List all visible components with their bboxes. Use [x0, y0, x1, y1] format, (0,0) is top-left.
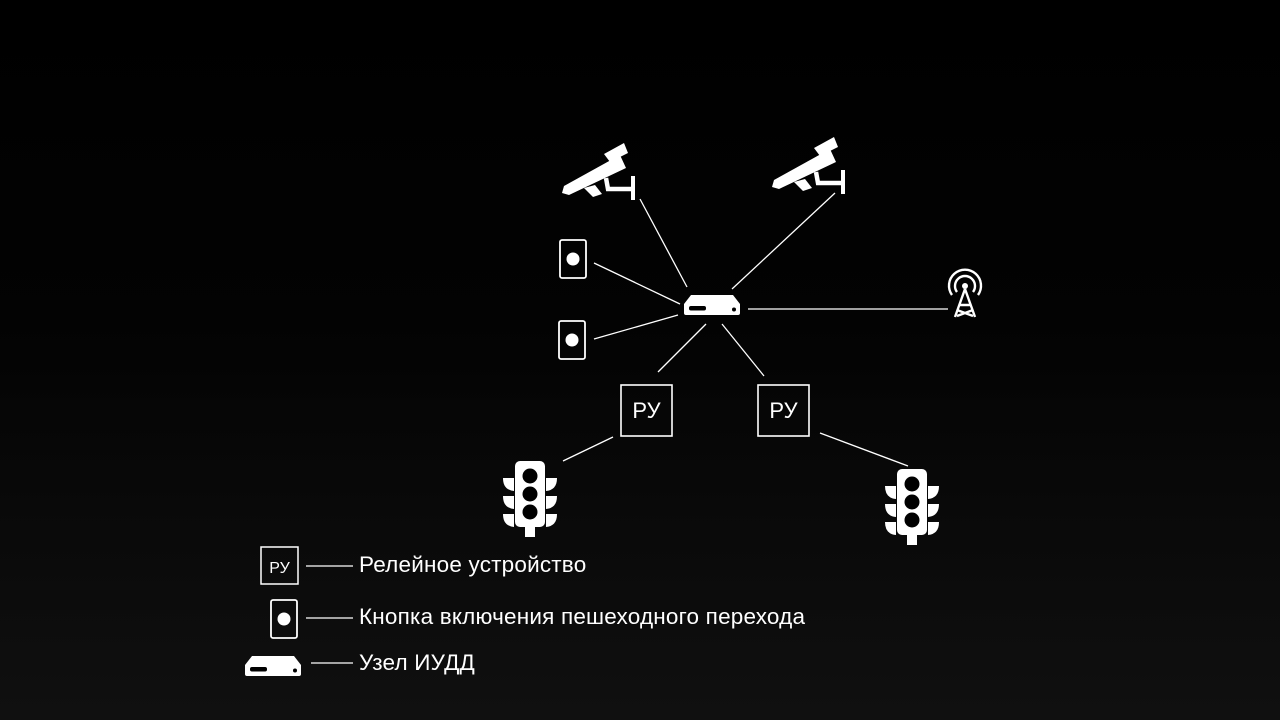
- radio-tower-icon: [947, 268, 983, 318]
- relay-device-label: РУ: [769, 398, 798, 423]
- legend-button-text: Кнопка включения пешеходного перехода: [359, 604, 806, 629]
- legend-node-text: Узел ИУДД: [359, 650, 475, 675]
- pedestrian-button-icon: [270, 599, 298, 639]
- relay-device-right: РУ: [757, 384, 810, 437]
- pedestrian-button-icon: [559, 239, 587, 279]
- legend-relay-symbol-label: РУ: [269, 560, 290, 577]
- legend-relay-text: Релейное устройство: [359, 552, 587, 577]
- pedestrian-button-icon: [558, 320, 586, 360]
- legend-relay-symbol: РУ: [260, 546, 299, 585]
- iudd-node-icon: [245, 656, 301, 676]
- relay-device-left: РУ: [620, 384, 673, 437]
- connection-lines: [562, 192, 948, 467]
- relay-device-label: РУ: [632, 398, 661, 423]
- cctv-camera-icon: [772, 137, 845, 194]
- traffic-light-icon: [885, 469, 939, 545]
- legend-lines: [306, 565, 353, 664]
- traffic-light-icon: [503, 461, 557, 537]
- iudd-node-icon: [684, 295, 740, 315]
- cctv-camera-icon: [562, 143, 635, 200]
